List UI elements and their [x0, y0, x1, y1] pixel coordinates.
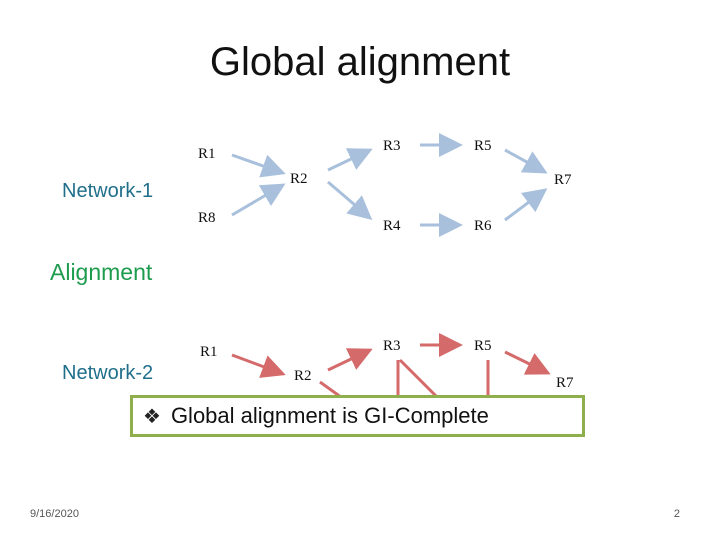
n2-node-r2: R2 — [294, 368, 312, 384]
edge2-r5-r7 — [504, 350, 551, 375]
network-2-label: Network-2 — [62, 362, 154, 384]
diamond-bullet-icon: ❖ — [143, 406, 161, 428]
n2-node-r1: R1 — [200, 344, 218, 360]
callout-text: Global alignment is GI-Complete — [170, 403, 489, 428]
n1-node-r3: R3 — [383, 138, 401, 154]
n1-node-r5: R5 — [474, 138, 492, 154]
network-1-nodes: R1 R2 R3 R4 R5 R6 R7 R8 — [190, 138, 572, 234]
slide-title: Global alignment — [209, 40, 511, 84]
n2-node-r7: R7 — [556, 375, 574, 391]
page-number: 2 — [673, 508, 680, 520]
n1-node-r2: R2 — [290, 171, 308, 187]
edge2-r2-r3 — [327, 348, 373, 372]
network-1-edges — [231, 133, 548, 237]
network-2-nodes: R1 R2 R3 R5 R7 — [200, 338, 574, 391]
n1-node-r6: R6 — [474, 218, 492, 234]
edge2-r3-diag — [398, 358, 442, 402]
footer-date: 9/16/2020 — [30, 508, 79, 520]
network-2-edges — [231, 333, 551, 402]
edge-r8-r2 — [231, 183, 286, 217]
n1-node-r1: R1 — [198, 146, 216, 162]
n2-node-r3: R3 — [383, 338, 401, 354]
edge-r1-r2 — [231, 153, 286, 178]
edge-r6-r7 — [504, 188, 548, 222]
edge-r5-r7 — [504, 148, 548, 174]
edge-r2-r3 — [327, 148, 373, 172]
alignment-label: Alignment — [50, 259, 153, 285]
edge-r2-r4 — [327, 180, 373, 220]
n1-node-r4: R4 — [383, 218, 401, 234]
n1-node-r7: R7 — [554, 172, 572, 188]
edge2-r1-r2 — [231, 353, 286, 378]
n2-node-r5: R5 — [474, 338, 492, 354]
network-1-label: Network-1 — [62, 180, 154, 202]
n1-node-r8: R8 — [198, 210, 216, 226]
gi-complete-callout: ❖ Global alignment is GI-Complete — [130, 395, 585, 437]
